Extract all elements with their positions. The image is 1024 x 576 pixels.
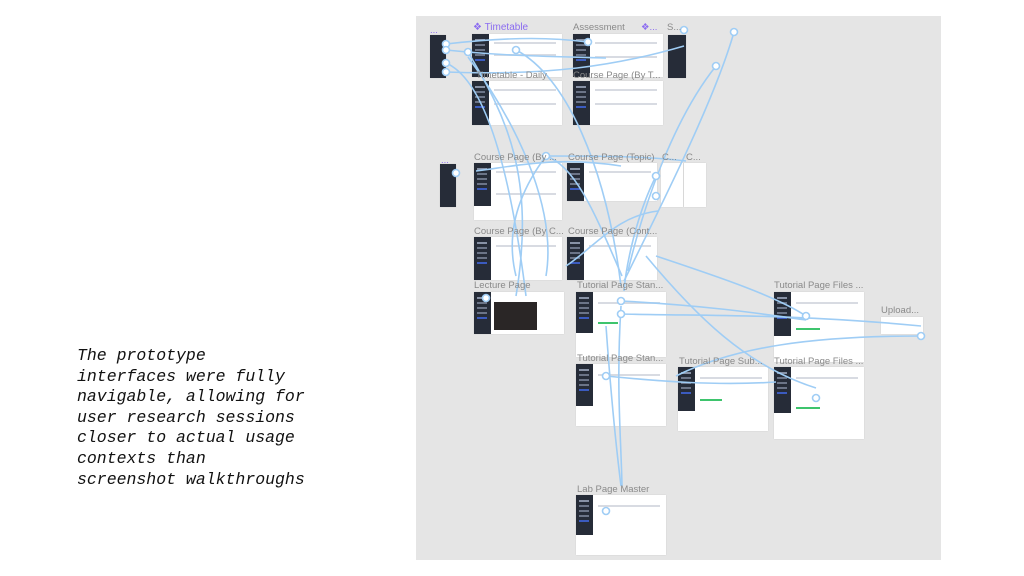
frame-label-upload: Upload... <box>881 305 920 316</box>
slide-caption: The prototype interfaces were fully navi… <box>77 346 305 489</box>
frame-label: S... <box>667 22 682 33</box>
frame-tutorial-files[interactable] <box>774 292 864 362</box>
frame-label-timetable-daily: Timetable - Daily <box>476 70 547 81</box>
frame-label: C... <box>686 152 701 163</box>
frame-label: ❖... <box>641 22 658 33</box>
frame-label-tutorial-stan: Tutorial Page Stan... <box>577 280 664 291</box>
frame-upload[interactable] <box>881 317 923 334</box>
frame-label-lecture: Lecture Page <box>474 280 531 291</box>
frame-nav[interactable] <box>430 35 446 78</box>
frame-label: C... <box>662 152 677 163</box>
frame-course-topic[interactable] <box>567 163 657 201</box>
frame-c1[interactable] <box>661 163 683 207</box>
frame-lab-master[interactable] <box>576 495 666 555</box>
frame-c2[interactable] <box>684 163 706 207</box>
frame-tutorial-stan-2[interactable] <box>576 364 666 426</box>
frame-label: ... <box>441 155 449 166</box>
frame-label-course-by: Course Page (By ... <box>474 152 557 163</box>
frame-label-course-topic: Course Page (Topic) <box>568 152 655 163</box>
frame-label-course-cont: Course Page (Cont... <box>568 226 658 237</box>
frame-tutorial-sub[interactable] <box>678 367 768 431</box>
frame-label-timetable: ❖ Timetable <box>473 22 529 33</box>
frame-label-lab: Lab Page Master <box>577 484 650 495</box>
frame-lecture[interactable] <box>474 292 564 334</box>
frame-course-cont[interactable] <box>567 237 657 280</box>
frame-label-tutorial-sub: Tutorial Page Sub... <box>679 356 763 367</box>
frame-settings[interactable] <box>668 35 686 78</box>
frame-label-tutorial-files-2: Tutorial Page Files ... <box>774 356 864 367</box>
frame-label-course-by-t: Course Page (By T... <box>573 70 661 81</box>
prototype-canvas: ... ❖ Timetable Assessment ❖... S... Tim… <box>416 16 941 560</box>
frame-tutorial-stan[interactable] <box>576 292 666 357</box>
frame-label: ... <box>430 25 438 36</box>
frame-label-tutorial-files: Tutorial Page Files ... <box>774 280 864 291</box>
frame-timetable-daily[interactable] <box>472 81 562 125</box>
frame-label-assessment: Assessment <box>573 22 625 33</box>
frame-course-by[interactable] <box>474 163 562 220</box>
frame-nav-2[interactable] <box>440 164 456 207</box>
frame-course-by-c[interactable] <box>474 237 562 280</box>
frame-course-by-t[interactable] <box>573 81 663 125</box>
frame-tutorial-files-2[interactable] <box>774 367 864 439</box>
frame-label-tutorial-stan-2: Tutorial Page Stan... <box>577 353 664 364</box>
frame-label-course-by-c: Course Page (By C... <box>474 226 564 237</box>
